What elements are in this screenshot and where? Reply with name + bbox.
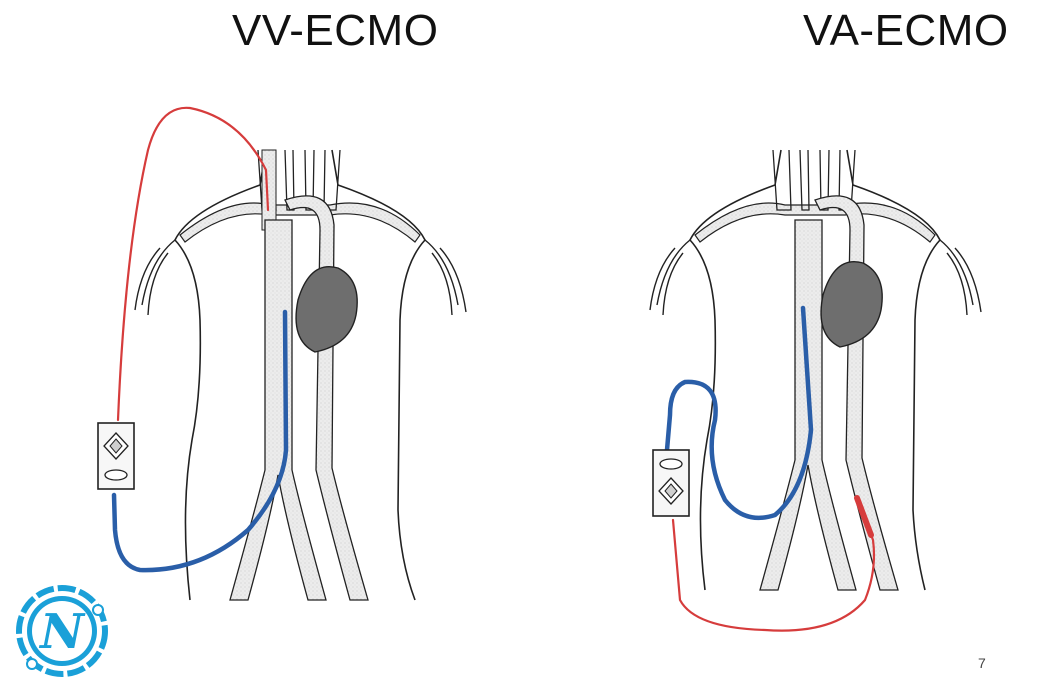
vv-ecmo-title: VV-ECMO [232,6,438,56]
page-number: 7 [978,655,986,671]
ecmo-pump-box [653,450,689,516]
ecmo-pump-box [98,423,134,489]
subclavian-vessels [180,203,420,242]
pump-icon [105,470,127,480]
jugular-vein [262,150,276,230]
organization-logo: N [12,584,112,678]
heart [296,267,357,352]
pump-icon [660,459,682,469]
heart [821,262,882,347]
left-arm [135,240,175,315]
va-ecmo-title: VA-ECMO [803,6,1009,56]
left-arm [650,240,690,315]
return-cannula [118,108,268,420]
right-arm [425,240,466,315]
right-arm [940,240,981,315]
va-ecmo-diagram [615,130,1015,650]
logo-letter: N [38,604,86,660]
vv-ecmo-diagram [80,90,480,610]
